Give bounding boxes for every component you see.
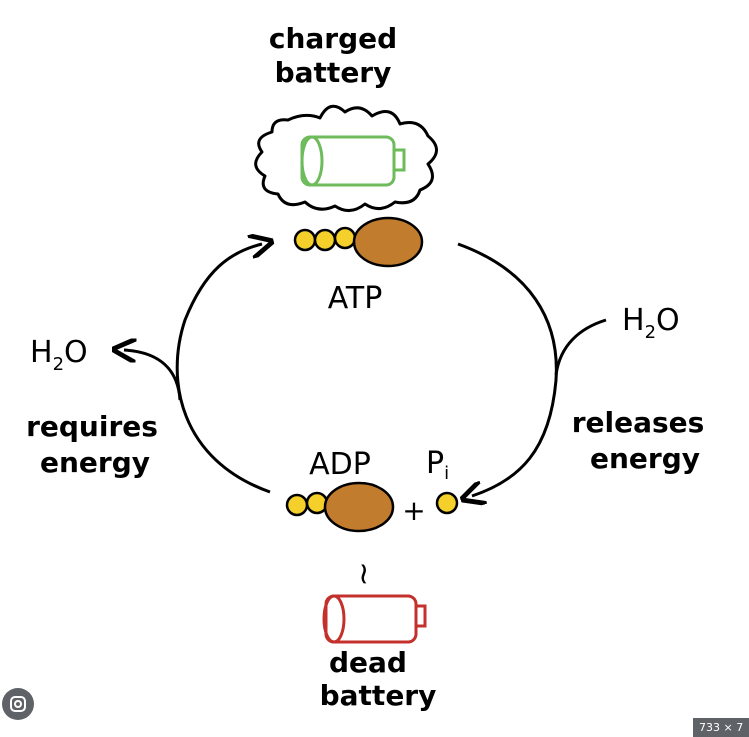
right-water-branch bbox=[554, 318, 607, 376]
atp-adp-cycle-diagram: charged battery ATP H2O H2O requires ene… bbox=[26, 22, 705, 712]
dead-battery-label-line1: dead bbox=[329, 646, 407, 679]
water-left-label: H2O bbox=[30, 335, 88, 375]
requires-energy-line1: requires bbox=[26, 410, 158, 443]
charged-battery-label-line2: battery bbox=[275, 56, 392, 89]
water-right-label: H2O bbox=[622, 303, 680, 343]
left-cycle-arrow bbox=[175, 244, 270, 494]
requires-energy-line2: energy bbox=[40, 446, 150, 479]
charged-battery-icon bbox=[300, 135, 406, 187]
atp-label: ATP bbox=[328, 281, 383, 316]
adp-molecule bbox=[285, 481, 395, 533]
plus-sign: + bbox=[402, 494, 425, 527]
phosphate-1 bbox=[293, 228, 317, 252]
pi-label: Pi bbox=[426, 446, 449, 484]
free-phosphate bbox=[435, 491, 459, 515]
lens-icon bbox=[10, 696, 26, 712]
dead-battery-icon bbox=[322, 594, 427, 644]
tilde-mark: ~ bbox=[346, 561, 381, 586]
adp-phosphate-1 bbox=[285, 493, 309, 517]
adenosine-blob bbox=[352, 216, 424, 268]
visual-search-button[interactable] bbox=[2, 688, 34, 720]
charged-battery-label-line1: charged bbox=[269, 22, 397, 55]
charged-starburst bbox=[254, 104, 438, 212]
adp-label: ADP bbox=[309, 447, 371, 482]
image-size-badge: 733 × 7 bbox=[693, 718, 749, 737]
phosphate-2 bbox=[313, 228, 337, 252]
dead-battery-label-line2: battery bbox=[320, 679, 437, 712]
right-cycle-arrow bbox=[458, 242, 558, 496]
adp-adenosine-blob bbox=[323, 481, 395, 533]
atp-molecule bbox=[293, 216, 424, 268]
releases-energy-line2: energy bbox=[590, 442, 700, 475]
phosphate-3 bbox=[333, 226, 357, 250]
left-water-branch-arrow bbox=[124, 350, 182, 401]
releases-energy-line1: releases bbox=[572, 406, 705, 439]
